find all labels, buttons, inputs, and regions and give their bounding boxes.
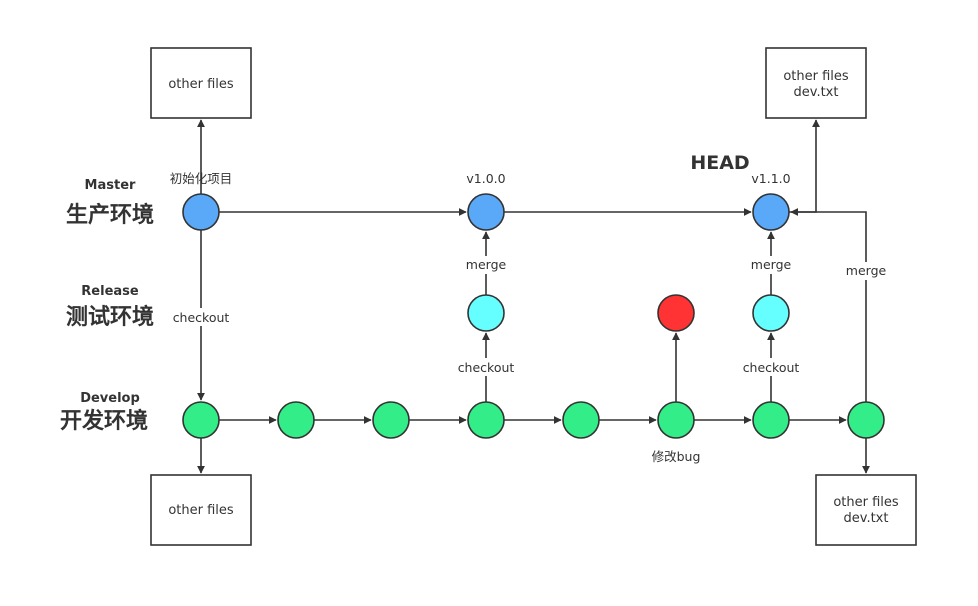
edge-develop-merge-master xyxy=(790,208,867,402)
lane-master-en: Master xyxy=(85,178,136,193)
master-commit-1 xyxy=(182,193,220,231)
label-v1-0-0: v1.0.0 xyxy=(466,171,505,186)
develop-commit-2 xyxy=(277,401,315,439)
label-checkout-master-develop: checkout xyxy=(173,310,230,325)
label-bg-checkout-1 xyxy=(166,308,236,326)
lane-release-en: Release xyxy=(81,284,139,299)
box-bottom-right xyxy=(815,474,917,546)
lane-develop-en: Develop xyxy=(80,391,140,406)
label-merge-2: merge xyxy=(751,257,792,272)
develop-commit-1 xyxy=(182,401,220,439)
label-bg-merge-3 xyxy=(842,262,890,280)
label-merge-1: merge xyxy=(466,257,507,272)
edge-master-to-top-right-box xyxy=(789,119,820,213)
lane-develop-cn: 开发环境 xyxy=(60,408,148,434)
lane-release-cn: 测试环境 xyxy=(66,304,154,330)
label-fix-bug: 修改bug xyxy=(652,449,701,464)
label-checkout-2: checkout xyxy=(458,360,515,375)
label-bg-checkout-2 xyxy=(452,358,520,376)
box-bottom-right-line2: dev.txt xyxy=(844,511,889,526)
box-top-right-line2: dev.txt xyxy=(794,85,839,100)
label-merge-3: merge xyxy=(846,263,887,278)
develop-commit-5 xyxy=(562,401,600,439)
label-head: HEAD xyxy=(690,152,749,174)
label-checkout-3: checkout xyxy=(743,360,800,375)
box-bottom-left-line1: other files xyxy=(168,503,234,518)
box-top-left-line1: other files xyxy=(168,77,234,92)
release-commit-1 xyxy=(467,294,505,332)
develop-commit-8 xyxy=(847,401,885,439)
master-commit-2 xyxy=(467,193,505,231)
release-commit-2 xyxy=(752,294,790,332)
box-bottom-right-line1: other files xyxy=(833,495,899,510)
label-bg-checkout-3 xyxy=(737,358,805,376)
develop-commit-6 xyxy=(657,401,695,439)
box-bottom-left xyxy=(150,474,252,546)
label-v1-1-0: v1.1.0 xyxy=(751,171,790,186)
lane-master-cn: 生产环境 xyxy=(66,202,154,228)
label-bg-merge-2 xyxy=(747,256,795,274)
box-top-left xyxy=(150,47,252,119)
develop-commit-7 xyxy=(752,401,790,439)
develop-commit-3 xyxy=(372,401,410,439)
master-commit-3 xyxy=(752,193,790,231)
label-bg-merge-1 xyxy=(462,256,510,274)
develop-commit-4 xyxy=(467,401,505,439)
box-top-right xyxy=(765,47,867,119)
label-init-project: 初始化项目 xyxy=(170,171,233,186)
bug-commit xyxy=(657,294,695,332)
box-top-right-line1: other files xyxy=(783,69,849,84)
